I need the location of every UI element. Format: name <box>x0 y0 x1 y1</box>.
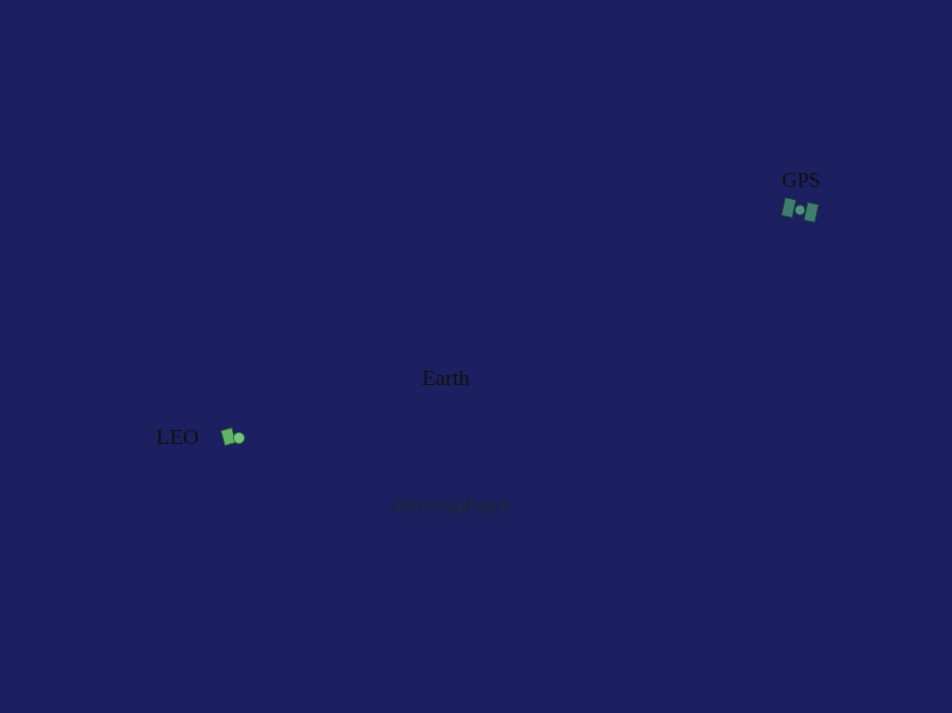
leo-icon <box>221 424 247 450</box>
atmosphere-ring: Atmosphere Earth <box>293 218 623 548</box>
gps-satellites <box>96 52 851 669</box>
leo-satellite: LEO <box>156 424 247 450</box>
node-label: Atmosphere <box>393 493 512 518</box>
earth-circle-outline <box>345 267 568 490</box>
gps-icon <box>782 198 818 222</box>
gps-satellite: GPS <box>782 168 825 222</box>
node-label: Earth <box>422 365 470 390</box>
leo-orbit <box>229 154 691 616</box>
leo-links <box>128 341 343 628</box>
tangent-height-line <box>380 238 402 281</box>
satellite-icon <box>782 198 819 223</box>
canvas-ground <box>8 2 944 706</box>
signal-ray <box>247 210 782 437</box>
atmosphere-ring-outline <box>294 219 623 548</box>
leo-dish <box>234 433 245 444</box>
earth-circle: Earth <box>344 266 568 490</box>
node-label: GPS <box>782 168 821 192</box>
node-label: LEO <box>156 424 199 449</box>
